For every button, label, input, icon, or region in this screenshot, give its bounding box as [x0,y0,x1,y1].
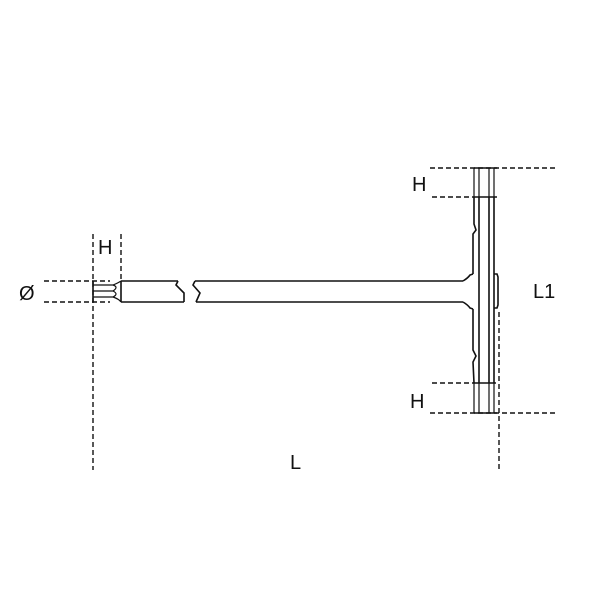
label-diameter: Ø [19,283,35,305]
t-handle-bar [472,167,499,414]
label-tip-hex-length: H [98,237,112,259]
label-overall-length: L [290,452,301,474]
label-handle-length: L1 [533,281,555,303]
handle-dimension-lines [430,167,556,470]
label-handle-bottom-hex-length: H [410,391,424,413]
hex-tip-left [92,280,122,303]
label-handle-top-hex-length: H [412,174,426,196]
tip-dimension-lines [44,234,122,470]
shaft [120,273,474,310]
